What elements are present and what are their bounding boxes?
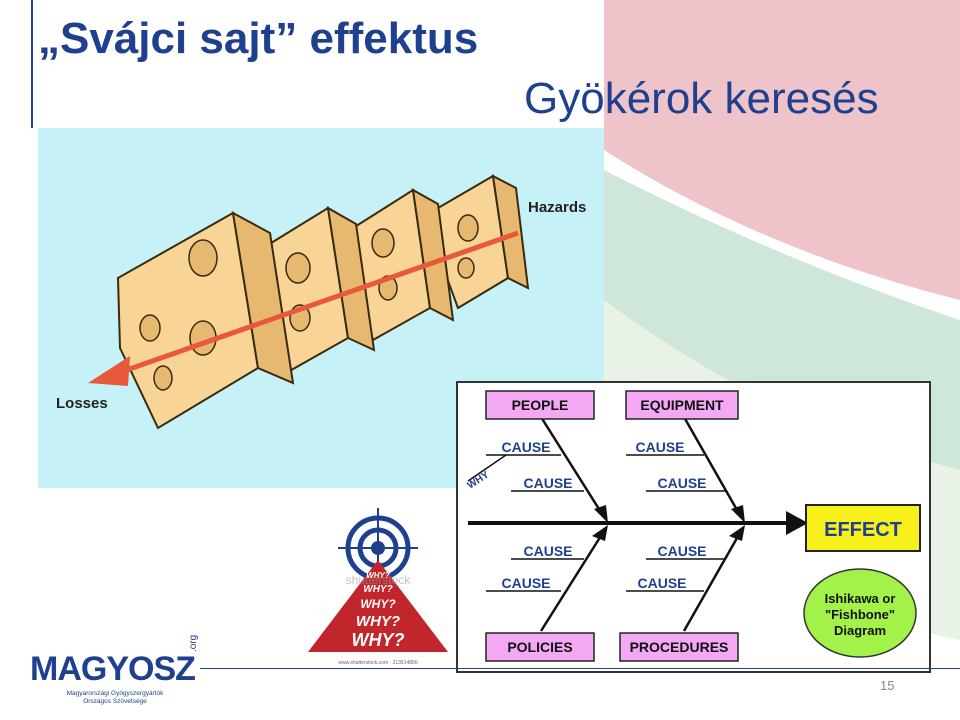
losses-label: Losses <box>56 395 108 412</box>
why-level-5: WHY? <box>352 630 405 650</box>
cause-people-2: CAUSE <box>523 475 572 491</box>
why-level-3: WHY? <box>360 597 396 611</box>
effect-label: EFFECT <box>824 519 902 541</box>
footer-line <box>200 668 960 669</box>
page-number: 15 <box>880 678 895 693</box>
cause-people-1: CAUSE <box>501 439 550 455</box>
box-procedures <box>619 632 739 662</box>
bone-equipment <box>682 416 743 518</box>
label-policies: POLICIES <box>507 639 572 655</box>
cause-policies-2: CAUSE <box>501 575 550 591</box>
logo-name: MAGYOSZ <box>30 650 196 688</box>
spine-arrowhead <box>786 511 808 535</box>
label-people: PEOPLE <box>512 397 569 413</box>
cheese-slice-4 <box>434 174 530 310</box>
cheese-slice-1 <box>116 211 295 430</box>
pink-wave <box>604 0 960 300</box>
label-equipment: EQUIPMENT <box>640 397 724 413</box>
cheese-slice-3 <box>348 188 455 342</box>
slide-title: „Svájci sajt” effektus <box>38 14 479 63</box>
why-level-2: WHY? <box>363 584 392 595</box>
cause-equipment-2: CAUSE <box>657 475 706 491</box>
cause-procedures-2: CAUSE <box>637 575 686 591</box>
bone-procedures <box>682 530 743 632</box>
logo-subtitle: Magyarországi Gyógyszergyártók Országos … <box>40 690 190 706</box>
logo-org: .org <box>188 634 199 652</box>
bone-policies <box>539 530 606 632</box>
effect-box <box>805 504 921 552</box>
ishikawa-ellipse <box>803 568 917 658</box>
logo-line-2: Országos Szövetsége <box>83 698 147 705</box>
pyramid-shape <box>308 560 448 652</box>
box-policies <box>485 632 595 662</box>
slide-subtitle: Gyökérok keresés <box>524 74 879 123</box>
box-equipment <box>625 390 739 420</box>
ellipse-line-1: Ishikawa or <box>825 591 896 606</box>
cause-policies-1: CAUSE <box>523 543 572 559</box>
magyosz-logo: MAGYOSZ .org Magyarországi Gyógyszergyár… <box>30 635 200 708</box>
ellipse-line-3: Diagram <box>834 623 886 638</box>
why-level-4: WHY? <box>356 613 400 630</box>
hazards-label: Hazards <box>528 199 586 216</box>
why-level-1: WHY? <box>366 571 390 580</box>
cause-equipment-1: CAUSE <box>635 439 684 455</box>
why-pyramid-graphic: WHY? WHY? WHY? WHY? WHY? shutterstock ww… <box>298 500 458 668</box>
bone-people <box>539 416 606 518</box>
hazard-arrow <box>88 230 519 386</box>
why-footer: www.shutterstock.com · 213914800 <box>338 660 417 666</box>
ellipse-line-2: "Fishbone" <box>825 607 895 622</box>
watermark: shutterstock <box>346 573 412 587</box>
label-procedures: PROCEDURES <box>630 639 729 655</box>
box-people <box>485 390 595 420</box>
title-divider <box>31 0 33 128</box>
cause-procedures-1: CAUSE <box>657 543 706 559</box>
fishbone-diagram: PEOPLE EQUIPMENT POLICIES PROCEDURES CAU… <box>456 381 931 673</box>
logo-line-1: Magyarországi Gyógyszergyártók <box>66 690 164 697</box>
